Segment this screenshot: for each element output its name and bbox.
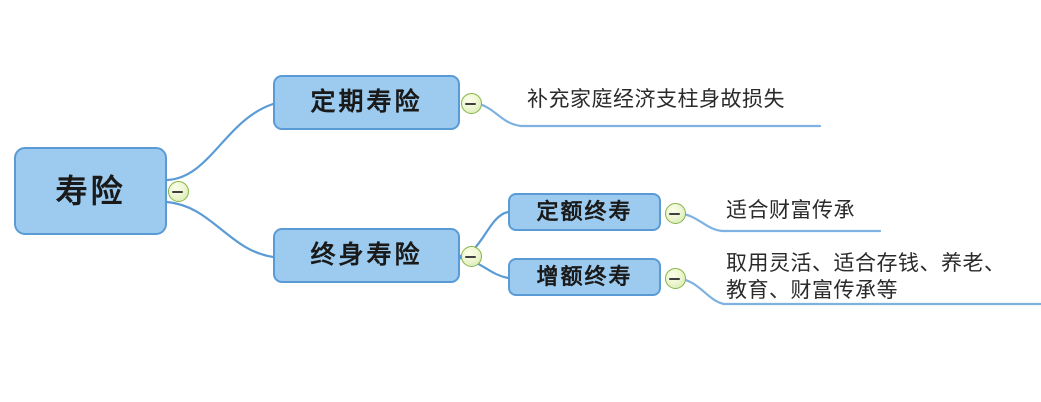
node-fixed-whole-life[interactable]: 定额终寿 bbox=[508, 193, 661, 231]
annotation-term-life[interactable]: 补充家庭经济支柱身故损失 bbox=[527, 87, 785, 111]
node-term-life-label: 定期寿险 bbox=[310, 89, 423, 116]
node-root-label: 寿险 bbox=[55, 173, 126, 209]
node-term-life[interactable]: 定期寿险 bbox=[273, 75, 460, 130]
annotation-increasing-whole-life[interactable]: 取用灵活、适合存钱、养老、 教育、财富传承等 bbox=[726, 251, 1006, 302]
collapse-toggle-term-life[interactable] bbox=[461, 93, 482, 114]
connector-root-to-whole bbox=[165, 200, 275, 259]
connector-root-to-term bbox=[165, 102, 275, 182]
collapse-toggle-whole-life[interactable] bbox=[461, 246, 482, 267]
annotation-fixed-whole-life[interactable]: 适合财富传承 bbox=[726, 198, 855, 222]
collapse-toggle-fixed-whole-life[interactable] bbox=[665, 203, 686, 224]
node-increasing-whole-life[interactable]: 增额终寿 bbox=[508, 258, 661, 296]
node-whole-life-label: 终身寿险 bbox=[310, 242, 423, 269]
collapse-toggle-root[interactable] bbox=[168, 181, 189, 202]
collapse-toggle-increasing-whole-life[interactable] bbox=[665, 268, 686, 289]
node-whole-life[interactable]: 终身寿险 bbox=[273, 228, 460, 283]
node-root[interactable]: 寿险 bbox=[14, 147, 167, 235]
node-fixed-whole-life-label: 定额终寿 bbox=[536, 199, 633, 224]
node-increasing-whole-life-label: 增额终寿 bbox=[536, 264, 633, 289]
